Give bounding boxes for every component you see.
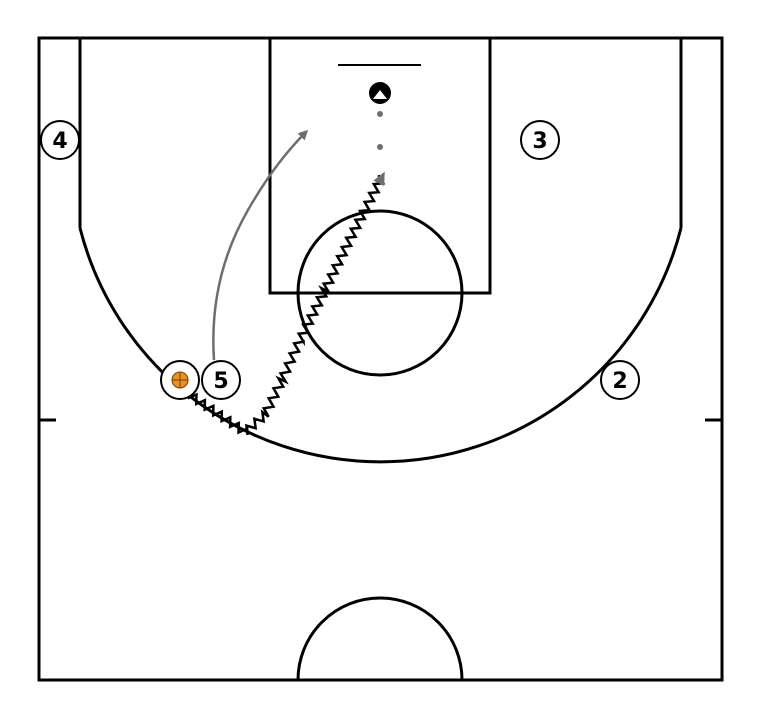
players-layer: 4 3 5 2 — [40, 120, 640, 400]
player-label: 4 — [52, 129, 67, 154]
cut-path-player-5 — [212, 129, 309, 361]
player-marker — [520, 120, 560, 160]
basket-rim — [369, 82, 391, 150]
court-lines — [37, 36, 724, 682]
dribble-arrowhead — [373, 171, 385, 186]
basketball-icon — [171, 371, 189, 389]
paint-key — [268, 36, 492, 295]
court-boundary — [37, 36, 724, 682]
player-marker — [40, 120, 80, 160]
player-ball-handler — [160, 360, 200, 400]
center-circle — [296, 596, 464, 681]
dribble-path-player-1 — [187, 174, 386, 436]
player-marker — [201, 360, 241, 400]
three-point-arc — [78, 227, 683, 464]
player-2: 2 — [600, 360, 640, 400]
free-throw-circle — [296, 209, 464, 377]
player-marker — [600, 360, 640, 400]
player-3: 3 — [520, 120, 560, 160]
player-label: 3 — [532, 129, 547, 154]
player-5: 5 — [201, 360, 241, 400]
player-label: 5 — [213, 369, 228, 394]
player-label: 2 — [612, 369, 627, 394]
player-4: 4 — [40, 120, 80, 160]
